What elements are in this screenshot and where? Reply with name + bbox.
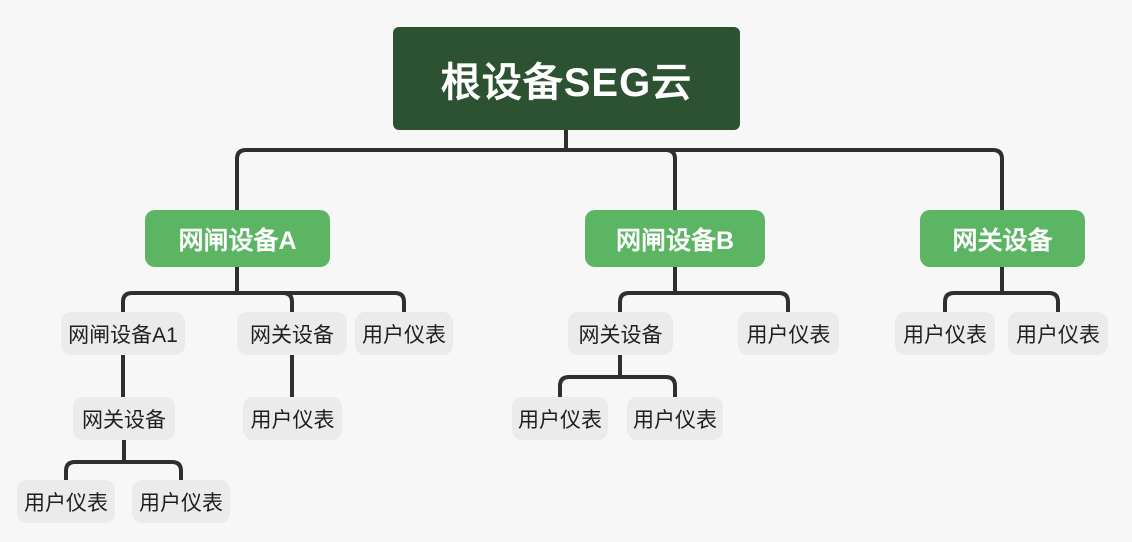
connector-root-to-gateway-r: [566, 148, 1004, 210]
node-meter-under-r-1[interactable]: 用户仪表: [895, 312, 995, 355]
node-meter-under-gateway-a[interactable]: 用户仪表: [243, 397, 342, 440]
node-gateway-under-b[interactable]: 网关设备: [568, 312, 673, 355]
node-meter-under-r-2[interactable]: 用户仪表: [1008, 312, 1108, 355]
node-meter-under-gateway-a1-1[interactable]: 用户仪表: [17, 480, 115, 523]
node-gap-device-b[interactable]: 网闸设备B: [585, 210, 765, 267]
connector-gap-a-to-gateway: [237, 291, 294, 312]
connector-gap-b-to-gateway: [618, 291, 675, 312]
connector-gateway-a1-to-meter-2: [124, 460, 183, 480]
connector-root-to-gap-a: [235, 148, 566, 210]
node-gap-device-a[interactable]: 网闸设备A: [145, 210, 330, 267]
node-meter-under-gateway-b-1[interactable]: 用户仪表: [512, 397, 608, 440]
connector-gateway-b-to-meter-2: [620, 375, 677, 397]
node-meter-under-a[interactable]: 用户仪表: [355, 312, 453, 355]
node-gateway-under-a1[interactable]: 网关设备: [73, 397, 175, 440]
connector-root-to-gap-b: [566, 148, 677, 210]
connector-gateway-r-to-meter-1: [943, 291, 1002, 312]
node-gateway-under-a[interactable]: 网关设备: [237, 312, 347, 355]
node-meter-under-b[interactable]: 用户仪表: [738, 312, 839, 355]
connector-gateway-r-to-meter-2: [1002, 291, 1060, 312]
connector-gap-b-to-meter: [675, 291, 790, 312]
connector-gap-a-to-a1: [121, 291, 237, 312]
connector-gateway-a1-to-meter-1: [64, 460, 124, 480]
node-gap-device-a1[interactable]: 网闸设备A1: [61, 312, 185, 355]
connector-gateway-b-to-meter-1: [558, 375, 620, 397]
node-gateway-device-r[interactable]: 网关设备: [920, 210, 1085, 267]
connector-gap-a-to-meter: [237, 291, 406, 312]
node-meter-under-gateway-a1-2[interactable]: 用户仪表: [132, 480, 230, 523]
node-root[interactable]: 根设备SEG云: [393, 27, 740, 130]
node-meter-under-gateway-b-2[interactable]: 用户仪表: [627, 397, 723, 440]
